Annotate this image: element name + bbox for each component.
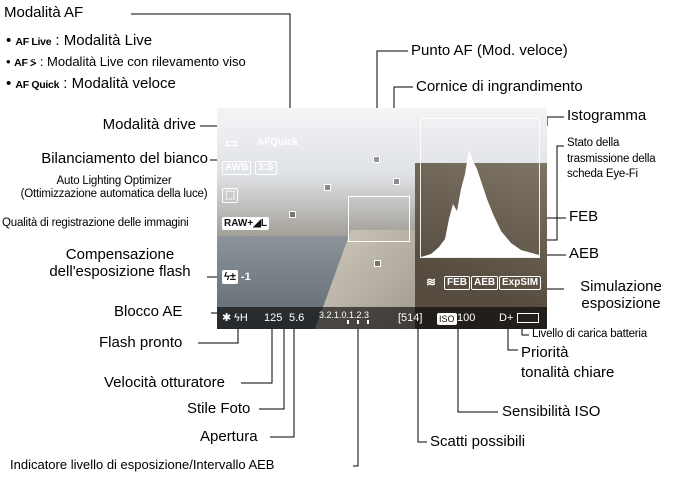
iso-badge: ISO (437, 313, 457, 325)
feb-indicator: FEB (444, 276, 470, 290)
alo-icon: ⬚ (222, 188, 239, 203)
label-histogram: Istogramma (567, 107, 647, 124)
af-point-marker (373, 156, 380, 163)
exp-sim-indicator: ExpSIM (499, 276, 542, 290)
camera-lcd-screen: ▭ AFQuick AWB 3:S ⬚ RAW+◢L ϟ± -1 ≋ FEB A… (217, 108, 547, 329)
label-exposure-sim: Simulazione esposizione (580, 278, 662, 313)
exposure-bar (367, 320, 369, 324)
exposure-bars (341, 320, 381, 326)
battery-icon (517, 313, 539, 323)
label-feb: FEB (569, 208, 599, 225)
label-exposure-indicator: Indicatore livello di esposizione/Interv… (10, 457, 275, 472)
af-quick-indicator: AFQuick (257, 137, 299, 148)
exposure-bar (357, 320, 359, 324)
label-battery: Livello di carica batteria (532, 328, 647, 340)
iso-value: 100 (457, 312, 476, 324)
flash-comp-icon: ϟ± (222, 270, 238, 284)
label-highlight-priority: Priorità tonalità chiare (521, 344, 615, 381)
highlight-priority-icon: D+ (499, 312, 514, 324)
af-point-marker (289, 211, 296, 218)
label-alo: Auto Lighting Optimizer (Ottimizzazione … (20, 175, 208, 201)
label-aeb: AEB (569, 245, 600, 262)
aperture-value: 5.6 (289, 312, 305, 324)
label-flash-comp: Compensazione dell'esposizione flash (49, 246, 191, 281)
label-white-balance: Bilanciamento del bianco (41, 150, 208, 167)
label-flash-ready: Flash pronto (99, 334, 183, 351)
exposure-scale: 3.2.1.0.1.2.3 (319, 310, 370, 320)
label-iso: Sensibilità ISO (502, 403, 601, 420)
histogram-graph (421, 149, 539, 257)
af-point-marker (324, 184, 331, 191)
eyefi-icon: ≋ (426, 275, 437, 289)
af-mode-bullet-quick: • AF Quick : Modalità veloce (6, 75, 176, 92)
af-point-marker (393, 178, 400, 185)
af-mode-bullet-live: • AF Live : Modalità Live (6, 32, 153, 49)
awb-icon: AWB (222, 161, 252, 175)
exposure-bar (347, 320, 349, 324)
magnification-frame (348, 196, 410, 242)
af-point-marker (374, 260, 381, 267)
flash-ready-icon: ϟH (234, 312, 248, 324)
af-mode-title: Modalità AF (4, 4, 84, 21)
flash-comp-value: -1 (240, 271, 251, 283)
ae-lock-icon: ✱ (222, 312, 232, 324)
label-drive-mode: Modalità drive (102, 116, 196, 133)
label-aperture: Apertura (200, 428, 258, 445)
flash-comp-indicator: ϟ± -1 (222, 270, 251, 284)
quality-value: RAW+◢L (222, 217, 269, 230)
af-quick-icon: AF Quick (15, 79, 60, 91)
status-bar: ✱ ϟH 125 5.6 3.2.1.0.1.2.3 [514] ISO 100… (217, 307, 547, 329)
af-face-icon: AF ⍩ (14, 57, 37, 69)
label-af-point: Punto AF (Mod. veloce) (411, 42, 568, 59)
label-picture-style: Stile Foto (187, 400, 251, 417)
af-mode-bullet-face: • AF ⍩ : Modalità Live con rilevamento v… (6, 54, 246, 69)
drive-mode-icon: ▭ (225, 135, 238, 150)
label-ae-lock: Blocco AE (114, 303, 183, 320)
af-live-icon: AF Live (15, 36, 52, 48)
shots-value: [514] (398, 312, 423, 324)
label-mag-frame: Cornice di ingrandimento (416, 78, 583, 95)
shutter-value: 125 (264, 312, 283, 324)
picture-style-icon: 3:S (255, 161, 277, 175)
label-shutter-speed: Velocità otturatore (104, 374, 225, 391)
quality-indicator: RAW+◢L (222, 217, 269, 230)
histogram (420, 118, 540, 258)
label-eyefi: Stato della trasmissione della scheda Ey… (567, 137, 656, 181)
label-shots-remaining: Scatti possibili (430, 433, 526, 450)
aeb-indicator: AEB (471, 276, 499, 290)
label-image-quality: Qualità di registrazione delle immagini (2, 217, 189, 229)
